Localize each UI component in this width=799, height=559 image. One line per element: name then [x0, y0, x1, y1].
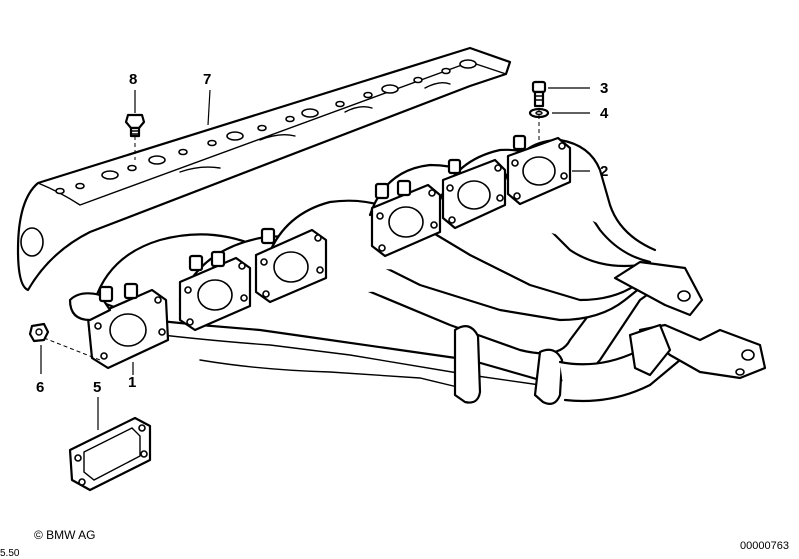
diagram-number: 00000763 — [740, 540, 789, 552]
callout-1: 1 — [128, 374, 136, 391]
manifold-flanges — [68, 134, 572, 370]
callout-5: 5 — [93, 379, 101, 396]
callout-2: 2 — [600, 163, 608, 180]
gasket-5 — [68, 416, 152, 492]
callout-7: 7 — [203, 71, 211, 88]
bolt-3 — [531, 80, 547, 108]
heat-shield — [16, 46, 512, 292]
callout-3: 3 — [600, 80, 608, 97]
copyright-label: © BMW AG — [34, 528, 96, 542]
callouts: 1 2 3 4 5 6 7 8 — [36, 71, 609, 396]
callout-6: 6 — [36, 379, 44, 396]
callout-4: 4 — [600, 105, 609, 122]
nut-6 — [28, 322, 50, 343]
bolt-8 — [124, 113, 146, 138]
edge-fragment-text: 5.50 — [0, 548, 20, 559]
callout-8: 8 — [129, 71, 137, 88]
leader-lines — [40, 87, 590, 430]
